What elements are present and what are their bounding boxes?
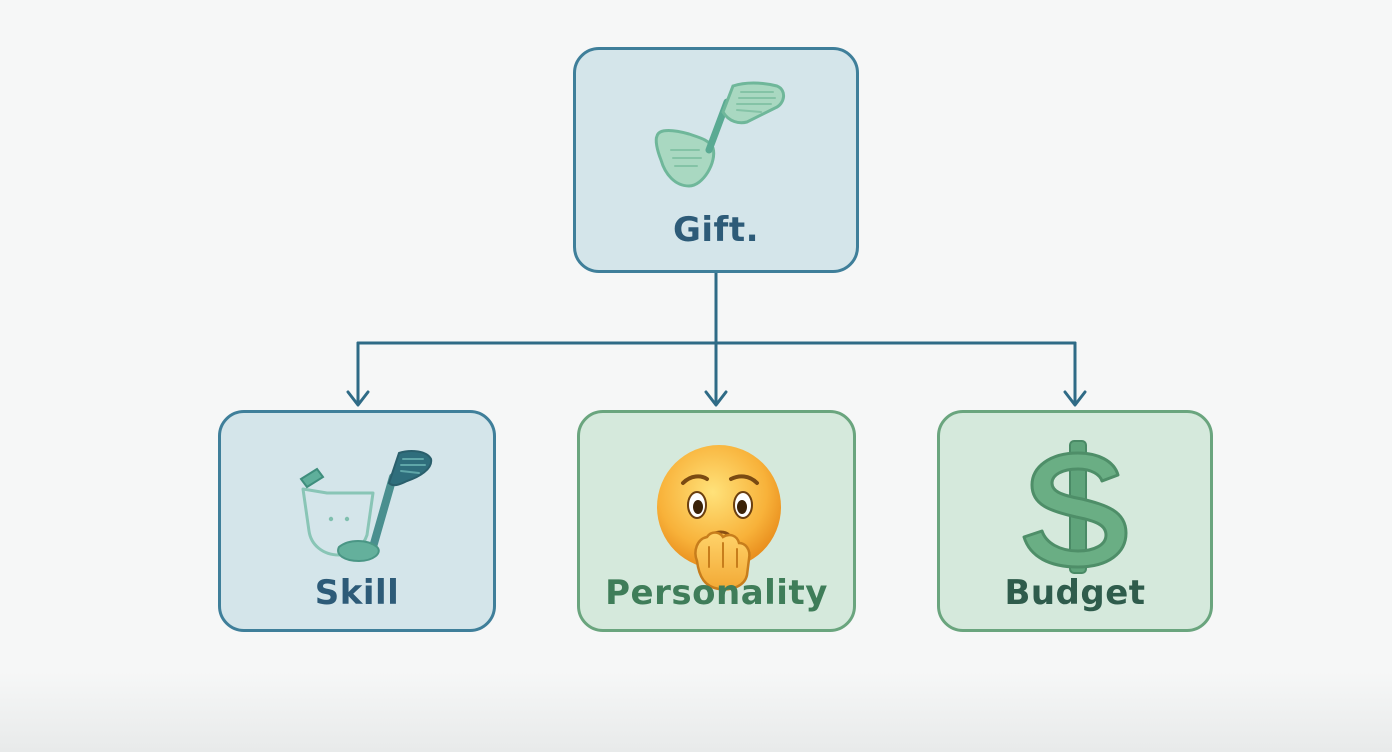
golf-bag-club-icon — [299, 450, 433, 563]
root-node-gift: Gift. — [573, 47, 859, 273]
dollar-sign-icon — [1022, 440, 1128, 574]
arrowhead-budget — [1063, 390, 1087, 407]
thinking-face-emoji-icon — [657, 445, 781, 591]
budget-node-label: Budget — [1004, 573, 1146, 613]
golf-club-icon — [654, 81, 785, 188]
skill-node-label: Skill — [314, 573, 400, 613]
personality-node-label: Personality — [605, 573, 828, 613]
child-node-personality: Personality — [577, 410, 856, 632]
root-node-label: Gift. — [672, 210, 760, 250]
bottom-shadow — [0, 672, 1392, 752]
child-node-skill: Skill — [218, 410, 496, 632]
arrowhead-skill — [346, 390, 370, 407]
child-node-budget: Budget — [937, 410, 1213, 632]
arrowhead-personality — [704, 390, 728, 407]
